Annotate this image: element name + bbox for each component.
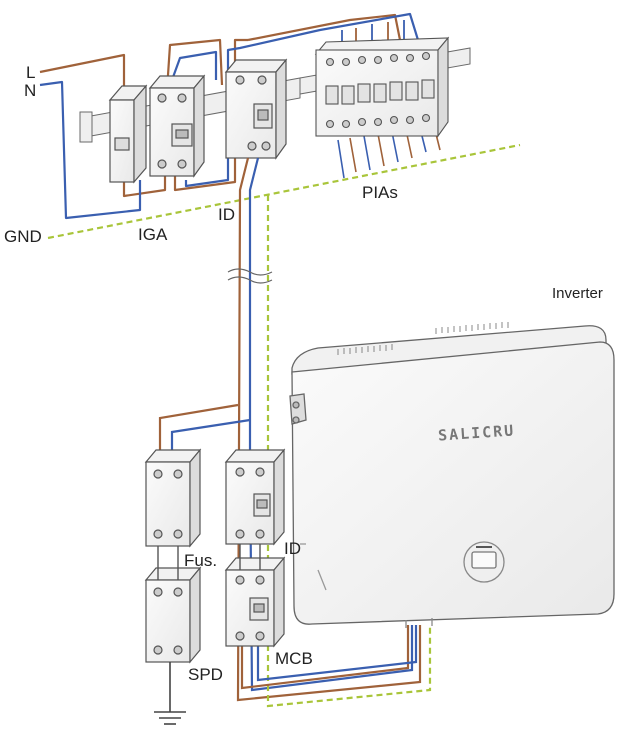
neutral-wire-mcb-out	[256, 625, 418, 682]
din-module-left	[108, 84, 148, 184]
ground-wire-to-inverter	[266, 195, 432, 708]
cable-break-mark	[227, 268, 273, 284]
id-breaker-bottom	[224, 448, 286, 546]
label-neutral: N	[24, 81, 37, 100]
neutral-wire-incoming	[39, 80, 142, 220]
pias-breakers	[314, 36, 450, 138]
label-line: L	[26, 63, 36, 82]
ground-wire-main	[47, 143, 521, 240]
label-spd: SPD	[188, 665, 223, 684]
neutral-wire-to-iga	[170, 50, 218, 81]
fuse-holder	[144, 448, 202, 548]
label-ground: GND	[4, 227, 42, 246]
live-wire-to-id	[173, 38, 248, 192]
mcb-breaker	[224, 556, 286, 648]
live-wire-incoming	[39, 53, 126, 96]
live-wire-mcb-out	[240, 625, 410, 690]
label-inverter: Inverter	[552, 285, 603, 302]
inverter-display	[463, 541, 505, 583]
label-mcb: MCB	[275, 649, 313, 668]
earth-ground-icon	[154, 662, 186, 725]
label-iga: IGA	[138, 225, 168, 244]
id-breaker-top	[224, 58, 288, 160]
label-id-top: ID	[218, 205, 235, 224]
iga-breaker	[148, 74, 206, 178]
live-wire-to-fuse	[158, 403, 239, 460]
live-wire-to-inverter-board	[236, 157, 422, 702]
neutral-wire-to-id	[184, 12, 420, 188]
inverter-unit	[289, 322, 615, 628]
live-wire-to-pias	[247, 13, 402, 42]
label-pias: PIAs	[362, 183, 398, 202]
label-id-bottom: ID	[284, 539, 301, 558]
label-fuse: Fus.	[184, 551, 218, 570]
spd-module	[144, 566, 202, 664]
